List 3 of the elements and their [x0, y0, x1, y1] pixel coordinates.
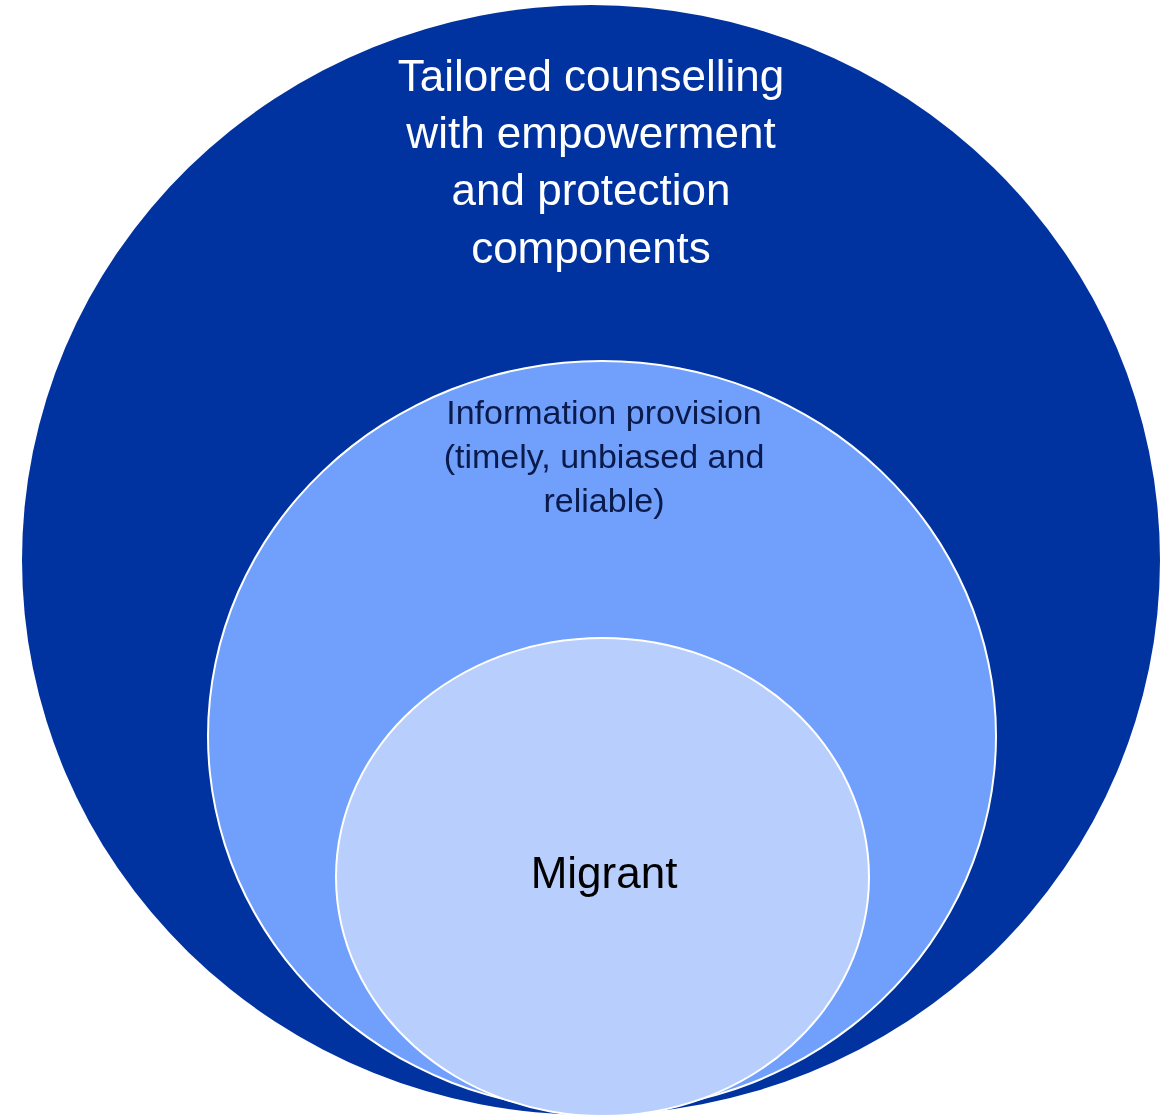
circle-label: Migrant — [529, 847, 679, 899]
circle-label: Information provision (timely, unbiased and reliable) — [442, 392, 766, 522]
circle-label: Tailored counselling with empowerment and protection components — [396, 50, 786, 274]
